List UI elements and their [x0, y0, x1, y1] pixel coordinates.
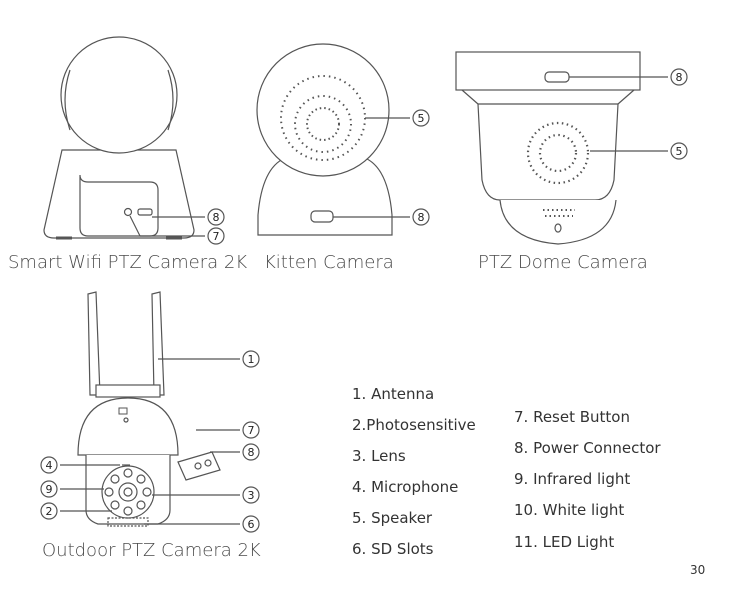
caption-ptz-dome-camera: PTZ Dome Camera [478, 252, 648, 273]
callout-outdoor-antenna: 1 [248, 353, 255, 366]
callout-outdoor-reset: 7 [248, 424, 255, 437]
callout-outdoor-microphone: 4 [46, 459, 53, 472]
callout-smart-power: 8 [213, 211, 220, 224]
legend-item: 9. Infrared light [514, 470, 631, 488]
legend-item: 6. SD Slots [352, 540, 434, 558]
ptz-dome-leaders [569, 68, 688, 160]
legend-item: 11. LED Light [514, 533, 615, 551]
callout-outdoor-lens: 3 [248, 489, 255, 502]
callout-outdoor-sd: 6 [248, 518, 255, 531]
legend-item: 10. White light [514, 501, 625, 519]
callout-outdoor-photosensitive: 2 [46, 505, 53, 518]
callout-dome-power: 8 [676, 71, 683, 84]
caption-kitten-camera: Kitten Camera [264, 252, 394, 273]
outdoor-leaders [40, 350, 260, 533]
kitten-camera-drawing [256, 43, 393, 236]
legend-item: 8. Power Connector [514, 439, 661, 457]
callout-outdoor-power: 8 [248, 446, 255, 459]
legend-item: 1. Antenna [352, 385, 435, 403]
kitten-leaders [333, 109, 430, 226]
callout-outdoor-infrared: 9 [46, 483, 53, 496]
page-number: 30 [690, 563, 706, 577]
callout-smart-reset: 7 [213, 230, 220, 243]
legend-item: 3. Lens [352, 447, 406, 465]
legend-item: 7. Reset Button [514, 408, 630, 426]
smart-wifi-leaders [129, 208, 225, 245]
callout-kitten-speaker: 5 [418, 112, 425, 125]
callout-dome-speaker: 5 [676, 145, 683, 158]
legend-item: 2.Photosensitive [352, 416, 476, 434]
smart-wifi-camera-drawing [43, 36, 195, 240]
ptz-dome-camera-drawing [455, 51, 641, 245]
callout-kitten-power: 8 [418, 211, 425, 224]
caption-smart-wifi-camera: Smart Wifi PTZ Camera 2K [8, 252, 248, 273]
caption-outdoor-camera: Outdoor PTZ Camera 2K [42, 540, 261, 561]
outdoor-camera-drawing [77, 291, 221, 527]
legend-item: 5. Speaker [352, 509, 433, 527]
legend-item: 4. Microphone [352, 478, 459, 496]
